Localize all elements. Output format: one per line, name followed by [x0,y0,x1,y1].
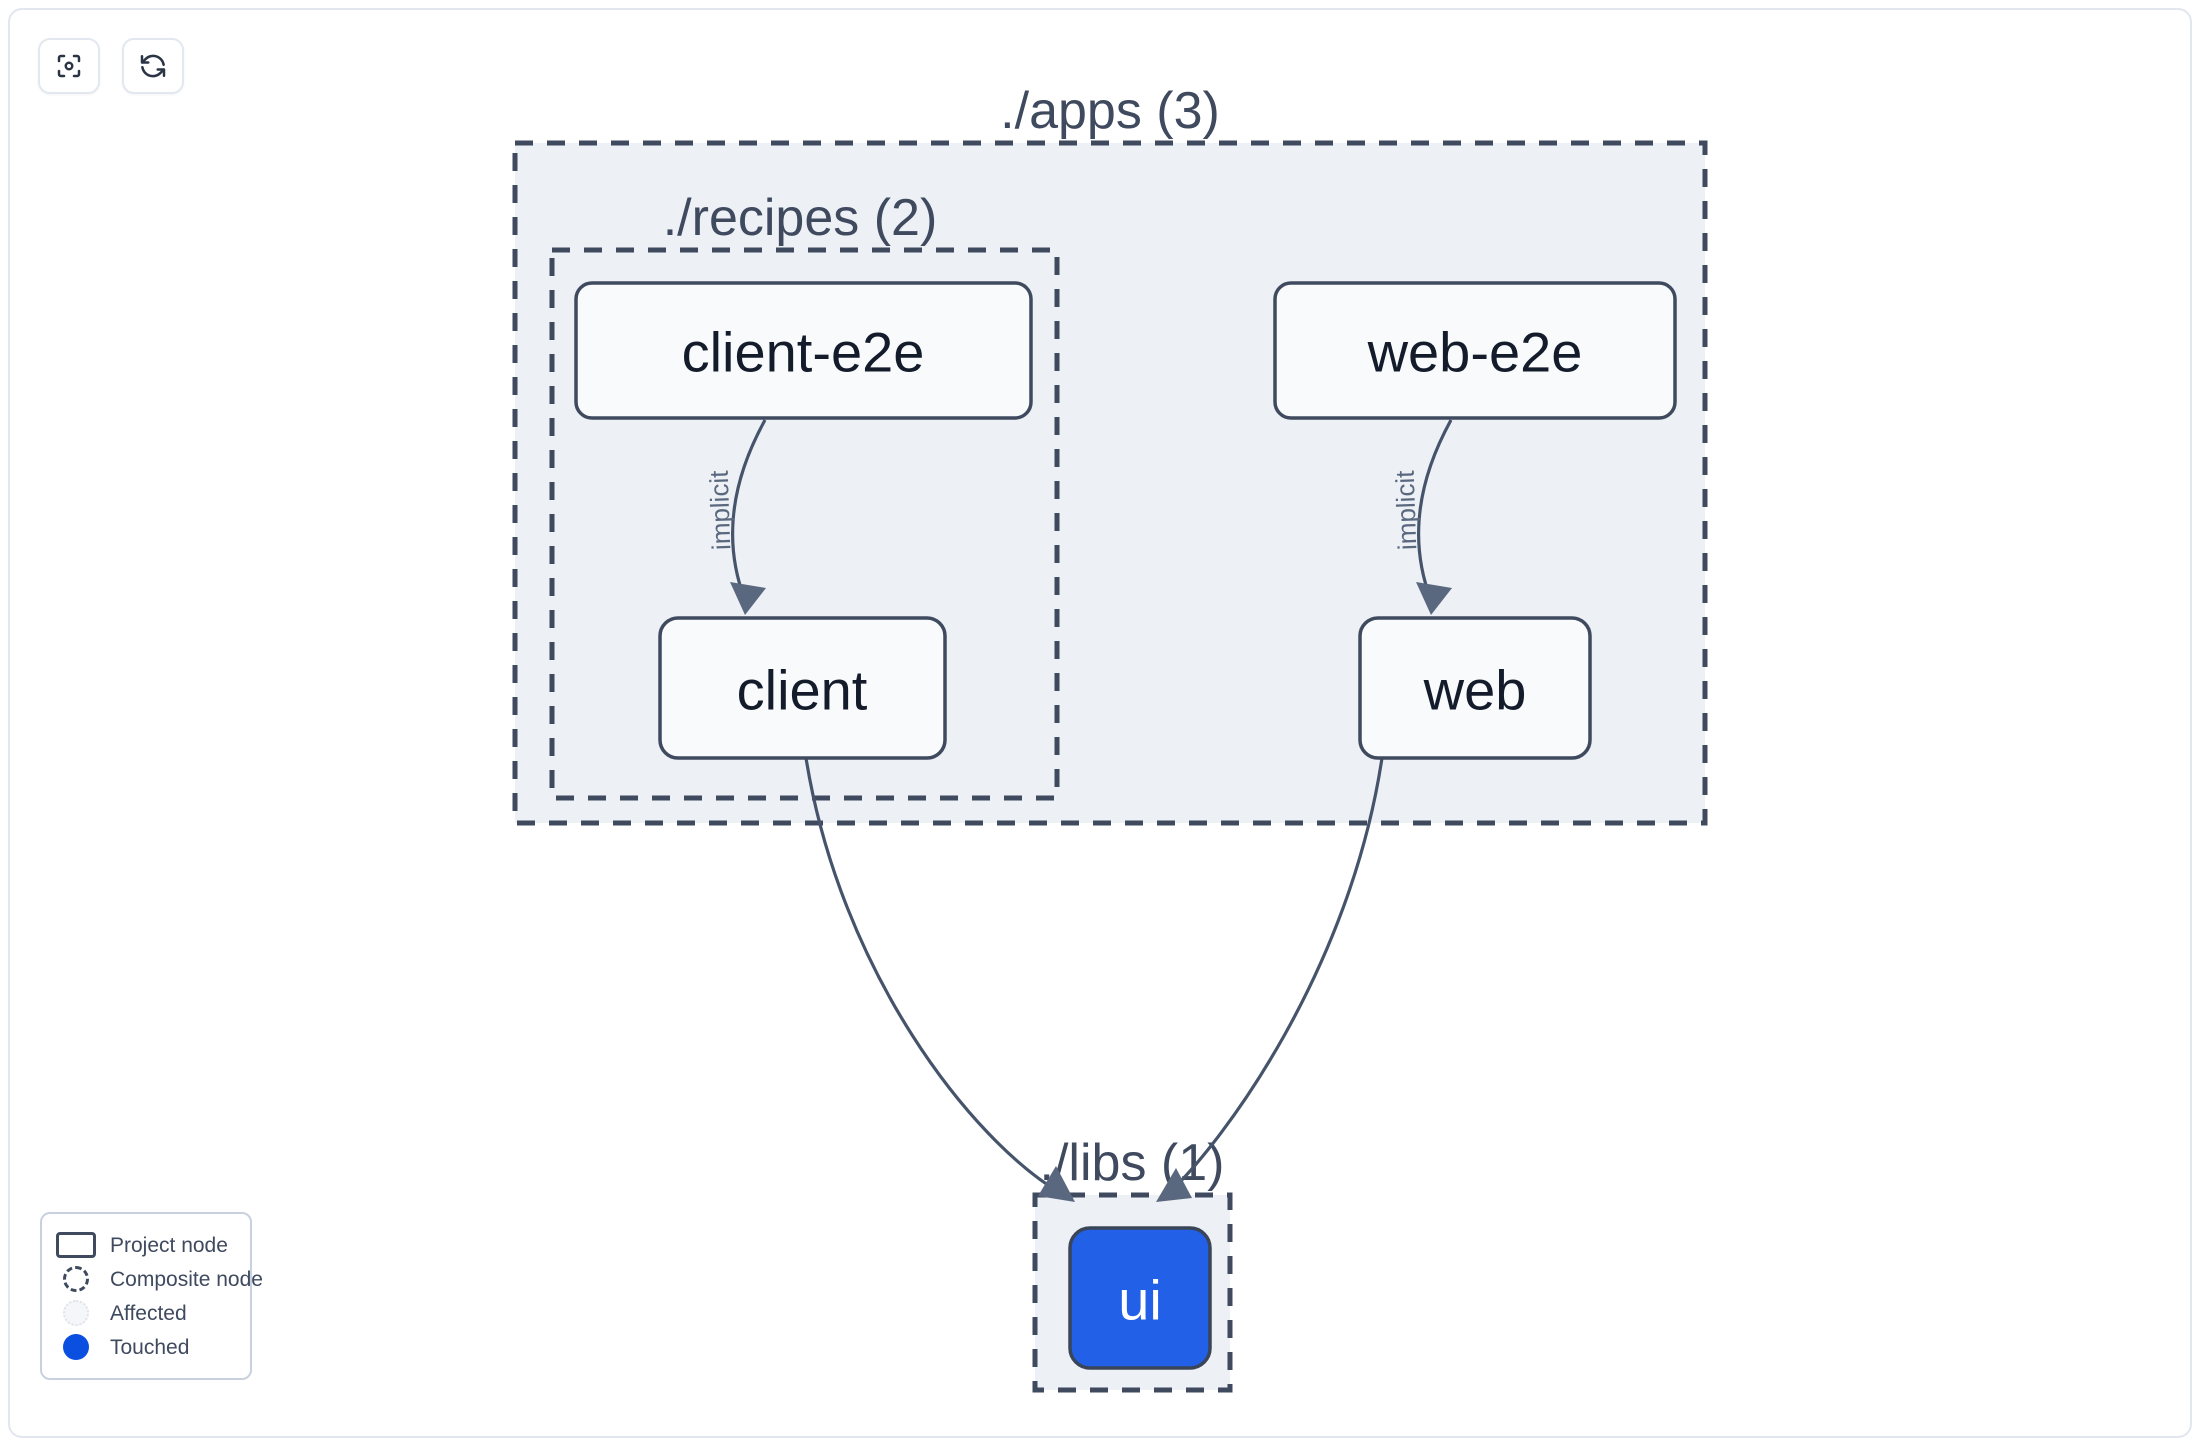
arrowhead [1038,1166,1075,1202]
legend-label: Project node [110,1233,228,1257]
legend-label: Composite node [110,1267,263,1291]
group-apps-label: ./apps (3) [1000,82,1220,140]
legend-item-composite-node: Composite node [54,1262,263,1296]
graph-toolbar [38,38,184,94]
project-node-swatch [54,1232,98,1258]
refresh-graph-button[interactable] [122,38,184,94]
node-label: client [737,659,868,722]
edge-web-to-ui[interactable] [1156,757,1384,1202]
edge-path [730,419,767,601]
node-label: ui [1118,1269,1162,1332]
node-box[interactable] [1358,616,1592,760]
arrowhead [1156,1168,1192,1202]
edge-path [1166,757,1384,1196]
node-box[interactable] [1273,281,1677,420]
edge-path [804,757,1063,1196]
edge-label-implicit: implicit [1390,469,1423,550]
project-node-web-e2e[interactable]: web-e2e [1273,281,1677,420]
focus-graph-button[interactable] [38,38,100,94]
touched-swatch [54,1334,98,1360]
refresh-icon [138,51,168,81]
group-libs-label: ./libs (1) [1040,1134,1225,1192]
edge-path [1416,419,1453,601]
edge-client-e2e-to-client[interactable]: implicit [704,419,767,615]
project-graph[interactable]: ./apps (3) ./recipes (2) ./libs (1) impl… [10,10,2194,1440]
node-label: web [1423,659,1527,722]
edge-client-to-ui[interactable] [804,757,1075,1202]
arrowhead [1416,582,1452,615]
project-node-ui[interactable]: ui [1068,1226,1212,1370]
legend-label: Affected [110,1301,187,1325]
edge-web-e2e-to-web[interactable]: implicit [1390,419,1453,615]
graph-canvas[interactable]: ./apps (3) ./recipes (2) ./libs (1) impl… [8,8,2192,1438]
edge-label-implicit: implicit [704,469,737,550]
legend-item-affected: Affected [54,1296,236,1330]
project-node-web[interactable]: web [1358,616,1592,760]
arrowhead [730,582,766,615]
node-box[interactable] [658,616,947,760]
node-label: client-e2e [682,321,925,384]
legend-item-touched: Touched [54,1330,236,1364]
group-recipes-label: ./recipes (2) [663,189,938,247]
node-label: web-e2e [1367,321,1583,384]
node-box[interactable] [574,281,1033,420]
legend-item-project-node: Project node [54,1228,236,1262]
project-node-client-e2e[interactable]: client-e2e [574,281,1033,420]
node-box[interactable] [1068,1226,1212,1370]
affected-swatch [54,1300,98,1326]
composite-node-swatch [54,1266,98,1292]
project-node-client[interactable]: client [658,616,947,760]
legend-label: Touched [110,1335,190,1359]
graph-legend: Project node Composite node Affected Tou… [40,1212,263,1380]
focus-target-icon [54,51,84,81]
